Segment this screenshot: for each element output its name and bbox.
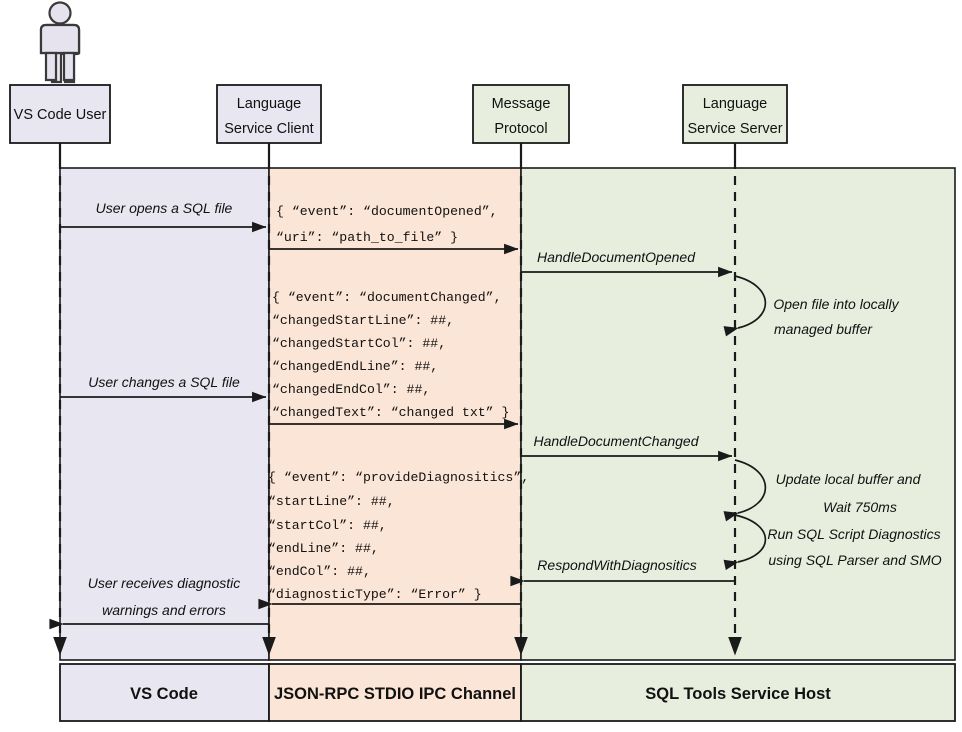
label-user-receives-diagnostics-line1: User receives diagnostic	[88, 575, 241, 591]
footer-label-sql-tools-service-host: SQL Tools Service Host	[645, 685, 831, 703]
self-loop-open-file-buffer[interactable]	[723, 275, 767, 337]
label-user-opens-sql-file: User opens a SQL file	[96, 200, 233, 216]
footer-label-json-rpc-channel: JSON-RPC STDIO IPC Channel	[274, 685, 516, 703]
header-box-vs-code-user[interactable]	[9, 84, 111, 144]
json-provide-diagnositics-line-2: “startCol”: ##,	[268, 518, 387, 533]
label-respond-with-diagnositics: RespondWithDiagnositics	[537, 557, 696, 573]
footer-label-vs-code: VS Code	[130, 685, 198, 703]
label-handle-document-changed: HandleDocumentChanged	[534, 433, 700, 449]
json-payload-blocks: { “event”: “documentOpened”, “uri”: “pat…	[268, 204, 529, 602]
lane-bands	[59, 167, 956, 661]
note-update-buffer-line2: Wait 750ms	[823, 499, 897, 515]
json-document-changed-line-1: “changedStartLine”: ##,	[272, 313, 454, 328]
json-document-changed-line-2: “changedStartCol”: ##,	[272, 336, 446, 351]
json-document-opened-line-0: { “event”: “documentOpened”,	[276, 204, 498, 219]
footer-box-json-rpc-channel[interactable]	[268, 663, 522, 722]
header-label-language-service-client-line1: Language	[237, 96, 302, 112]
json-provide-diagnositics-line-3: “endLine”: ##,	[268, 541, 379, 556]
json-document-opened-line-1: “uri”: “path_to_file” }	[276, 230, 458, 245]
self-loop-run-diagnostics[interactable]	[723, 514, 767, 571]
json-document-changed-line-0: { “event”: “documentChanged”,	[272, 290, 502, 305]
json-document-changed-line-5: “changedText”: “changed txt” }	[272, 405, 509, 420]
label-user-receives-diagnostics-line2: warnings and errors	[102, 602, 226, 618]
json-document-changed-line-3: “changedEndLine”: ##,	[272, 359, 438, 374]
footer-box-sql-tools-service-host[interactable]	[520, 663, 956, 722]
json-document-opened: { “event”: “documentOpened”, “uri”: “pat…	[276, 204, 498, 245]
label-handle-document-opened: HandleDocumentOpened	[537, 249, 696, 265]
self-loop-notes: Open file into locally managed buffer Up…	[723, 275, 942, 571]
json-provide-diagnositics-line-0: { “event”: “provideDiagnositics”,	[268, 470, 529, 485]
note-run-diagnostics-line1: Run SQL Script Diagnostics	[767, 526, 940, 542]
note-run-diagnostics-line2: using SQL Parser and SMO	[768, 552, 941, 568]
participant-headers: VS Code User Language Service Client Mes…	[9, 84, 788, 144]
json-document-changed: { “event”: “documentChanged”, “changedSt…	[272, 290, 509, 420]
header-label-message-protocol-line1: Message	[492, 96, 551, 112]
footer-lane-labels: VS Code JSON-RPC STDIO IPC Channel SQL T…	[59, 663, 956, 722]
header-label-language-service-server-line2: Service Server	[687, 121, 782, 137]
actor-icon	[39, 1, 81, 84]
json-provide-diagnositics-line-5: “diagnosticType”: “Error” }	[268, 587, 482, 602]
json-provide-diagnositics-line-1: “startLine”: ##,	[268, 494, 395, 509]
messages: User opens a SQL file HandleDocumentOpen…	[49, 200, 735, 630]
json-provide-diagnositics-line-4: “endCol”: ##,	[268, 564, 371, 579]
label-user-changes-sql-file: User changes a SQL file	[88, 374, 240, 390]
header-label-message-protocol-line2: Protocol	[494, 121, 547, 137]
lane-band-host	[520, 167, 956, 661]
json-provide-diagnositics: { “event”: “provideDiagnositics”, “start…	[268, 470, 529, 602]
lane-band-vscode	[59, 167, 270, 661]
note-open-file-buffer-line2: managed buffer	[774, 321, 873, 337]
json-document-changed-line-4: “changedEndCol”: ##,	[272, 382, 430, 397]
header-label-vs-code-user: VS Code User	[14, 107, 107, 123]
header-label-language-service-server-line1: Language	[703, 96, 768, 112]
lifelines	[53, 143, 742, 656]
footer-box-vs-code[interactable]	[59, 663, 270, 722]
lane-band-ipc	[268, 167, 522, 661]
header-label-language-service-client-line2: Service Client	[224, 121, 313, 137]
header-box-message-protocol[interactable]	[472, 84, 570, 144]
self-loop-update-buffer-wait[interactable]	[723, 459, 767, 522]
note-update-buffer-line1: Update local buffer and	[776, 471, 922, 487]
note-open-file-buffer-line1: Open file into locally	[773, 296, 899, 312]
